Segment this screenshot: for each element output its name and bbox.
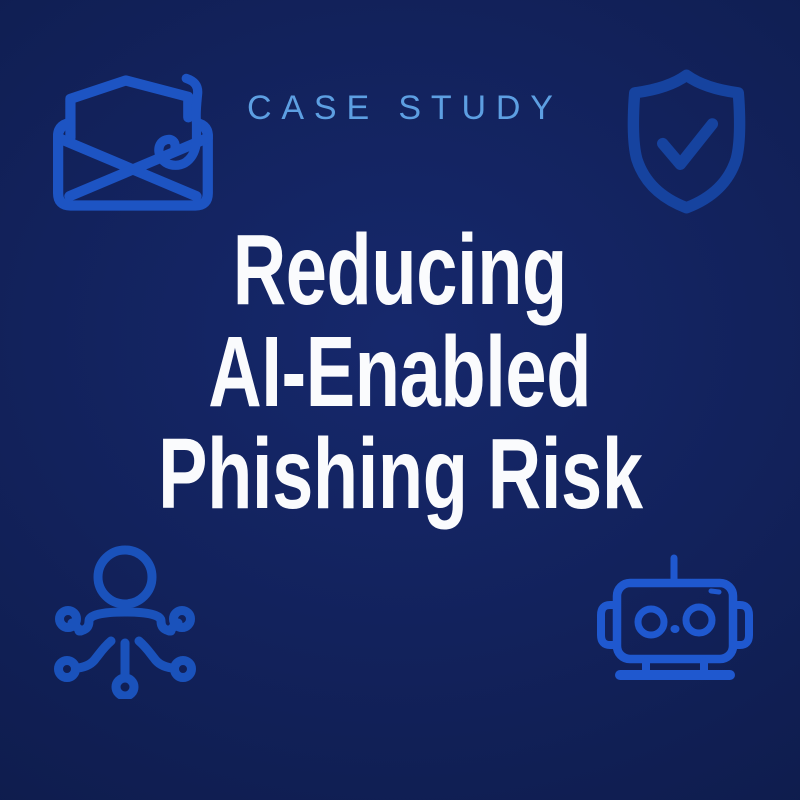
- title-line-3: Phishing Risk: [157, 418, 643, 530]
- kicker-label: CASE STUDY: [246, 89, 563, 127]
- person-network-icon: [54, 545, 196, 699]
- title-line-1: Reducing: [232, 214, 568, 326]
- page-title: Reducing AI-Enabled Phishing Risk: [0, 219, 800, 525]
- robot-icon: [597, 554, 753, 680]
- phishing-email-hook-icon: [53, 73, 213, 211]
- shield-check-icon: [627, 69, 746, 214]
- title-line-2: AI-Enabled: [208, 316, 592, 428]
